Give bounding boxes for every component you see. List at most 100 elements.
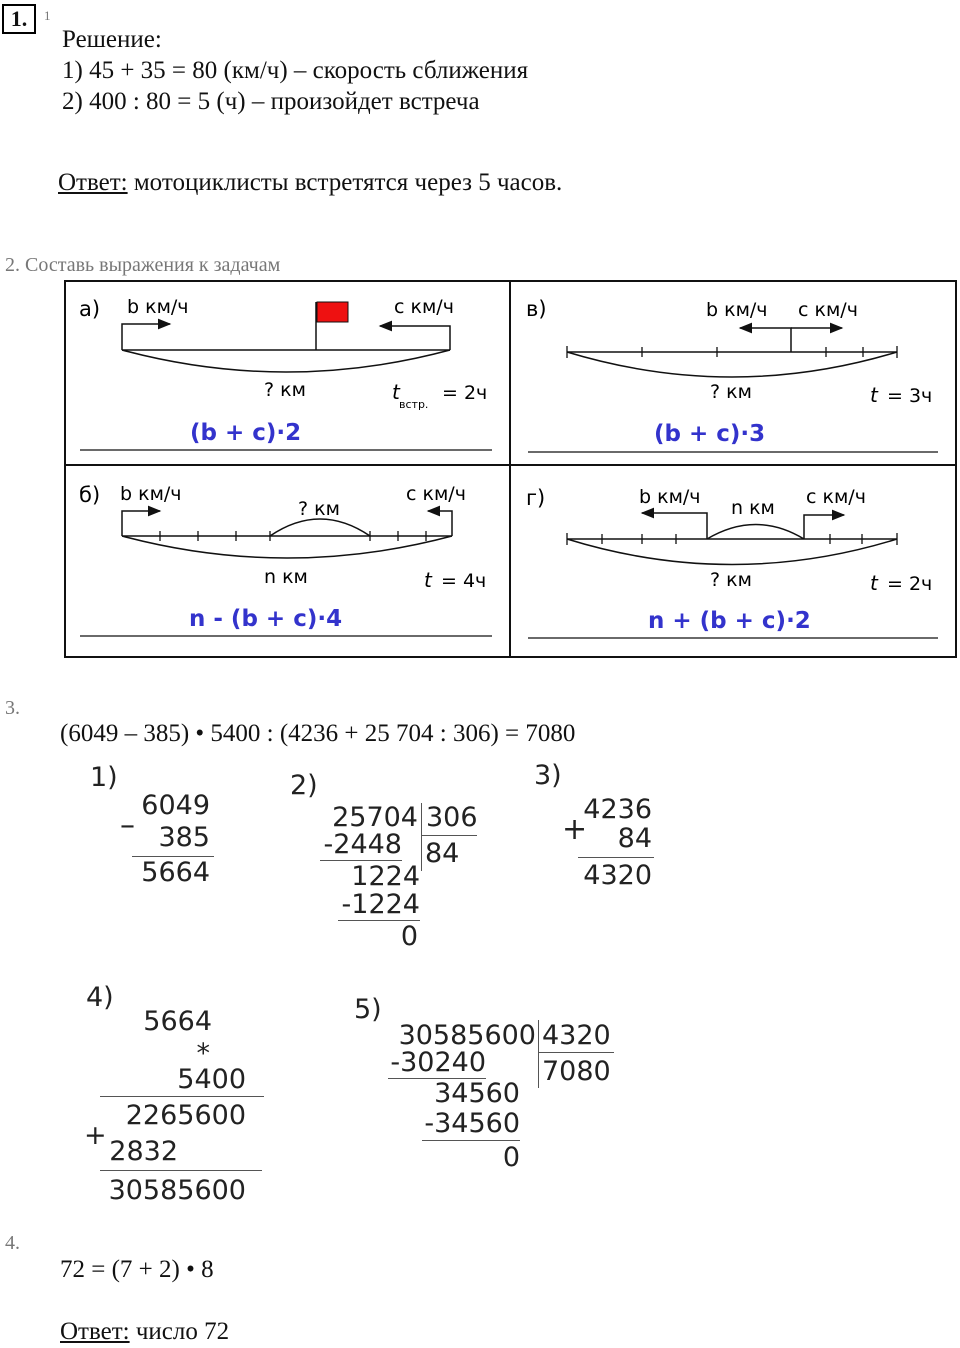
panel-b-distance: n км: [264, 566, 308, 588]
calc-5-sub-1: -30240: [390, 1047, 486, 1078]
panel-b-right-speed: с км/ч: [406, 483, 466, 505]
calc-2-rule-2: [338, 920, 420, 921]
calc-4-times: *: [196, 1038, 211, 1069]
calc-1-subtrahend: 385: [158, 822, 210, 853]
calc-2-label: 2): [290, 770, 318, 801]
distance-arc: [566, 538, 898, 566]
panel-v-distance: ? км: [710, 381, 752, 403]
panel-a-time-sub: встр.: [399, 398, 428, 411]
panel-a-formula: (b + c)·2: [190, 420, 301, 446]
panel-v-right-speed: с км/ч: [798, 299, 858, 321]
motion-diagrams: а) b км/ч с км/ч ? км t встр. = 2ч (b + …: [64, 280, 957, 658]
panel-a: а) b км/ч с км/ч ? км t встр. = 2ч (b + …: [79, 296, 492, 451]
calc-2-divisor: 306: [426, 802, 478, 833]
calc-3-addend-1: 4236: [583, 794, 652, 825]
panel-v-left-speed: b км/ч: [706, 299, 768, 321]
task-3-expression: (6049 – 385) • 5400 : (4236 + 25 704 : 3…: [60, 720, 576, 747]
calc-5-quotient: 7080: [542, 1056, 611, 1087]
calc-4-result: 30585600: [108, 1175, 246, 1206]
task-4-expression: 72 = (7 + 2) • 8: [60, 1256, 214, 1283]
answer-1: Ответ: мотоциклисты встретятся через 5 ч…: [58, 169, 562, 197]
panel-v-formula: (b + c)·3: [654, 421, 765, 447]
panel-b-time-t: t: [424, 568, 433, 592]
calc-2-sub-2: -1224: [341, 889, 420, 920]
distance-arc: [566, 351, 898, 378]
solution-heading: Решение:: [62, 26, 162, 53]
answer-text: число 72: [129, 1318, 230, 1345]
calc-1-rule: [132, 856, 214, 857]
road-ticks: [159, 531, 427, 541]
left-arrow: [121, 505, 162, 536]
panel-g-time-t: t: [870, 571, 879, 595]
calc-2-sub-1: -2448: [323, 829, 402, 860]
minus-sign: –: [120, 808, 135, 843]
calc-5-dividend: 30585600: [398, 1020, 536, 1051]
solution-step-2: 2) 400 : 80 = 5 (ч) – произойдет встреча: [62, 88, 480, 115]
calc-5-rule-2: [422, 1140, 520, 1141]
calc-4-factor-2: 5400: [177, 1064, 246, 1095]
panel-g-gap: n км: [731, 497, 775, 519]
panel-b-gap: ? км: [298, 498, 340, 520]
left-arrow: [738, 322, 792, 352]
panel-g-right-speed: с км/ч: [806, 486, 866, 508]
distance-arc: [121, 535, 453, 559]
calc-3-addend-2: 84: [617, 823, 652, 854]
calc-5-rule-1: [388, 1078, 486, 1079]
road-ticks: [566, 533, 898, 545]
distance-arc: [121, 349, 451, 373]
calc-2-quotient-rule: [421, 835, 477, 836]
calc-5-division-bar: [538, 1020, 539, 1088]
panel-a-letter: а): [79, 297, 100, 321]
calc-5-sub-2: -34560: [424, 1108, 520, 1139]
calc-4-partial-1: 2265600: [125, 1100, 246, 1131]
panel-b-letter: б): [79, 483, 100, 507]
answer-label: Ответ:: [60, 1318, 130, 1345]
calc-1-minuend: 6049: [141, 790, 210, 821]
panel-b-left-speed: b км/ч: [120, 483, 182, 505]
calc-2-quotient: 84: [425, 838, 460, 869]
plus-sign: +: [562, 812, 588, 847]
right-arrow: [426, 505, 453, 536]
calc-3-result: 4320: [583, 860, 652, 891]
panel-b: б) b км/ч с км/ч ? км n км t = 4ч n - (b…: [79, 483, 492, 637]
panel-a-time-val: = 2ч: [442, 382, 487, 404]
calc-1-result: 5664: [141, 857, 210, 888]
calc-5-remainder: 0: [502, 1142, 520, 1173]
task-2-title: 2. Составь выражения к задачам: [5, 254, 281, 276]
calc-4-label: 4): [86, 982, 114, 1013]
answer-4: Ответ: число 72: [60, 1318, 229, 1346]
calc-5-remainder-1: 34560: [434, 1078, 520, 1109]
panel-b-formula: n - (b + c)·4: [189, 606, 342, 632]
answer-label: Ответ:: [58, 169, 128, 196]
left-arrow: [640, 507, 708, 539]
calc-1-label: 1): [90, 762, 118, 793]
panel-g-left-speed: b км/ч: [639, 486, 701, 508]
panel-g-time-val: = 2ч: [887, 573, 932, 595]
panel-v-time-val: = 3ч: [887, 385, 932, 407]
calc-4-rule-2: [100, 1170, 262, 1171]
calc-4-rule-1: [100, 1096, 264, 1097]
right-arrow: [803, 509, 846, 539]
task-3-number: 3.: [5, 697, 20, 719]
answer-text: мотоциклисты встретятся через 5 часов.: [127, 169, 563, 196]
panel-v-time-t: t: [870, 383, 879, 407]
calc-3-label: 3): [534, 760, 562, 791]
panel-v: в) b км/ч с км/ч ? км t = 3ч (b + c)·3: [526, 297, 938, 453]
panel-b-time-val: = 4ч: [441, 570, 486, 592]
panel-g: г) b км/ч с км/ч n км ? км t = 2ч n + (b…: [526, 486, 938, 639]
calc-2-remainder: 0: [400, 921, 418, 952]
calc-2-rule-1: [320, 860, 402, 861]
calc-5-divisor: 4320: [542, 1020, 611, 1051]
road-ticks: [566, 346, 898, 358]
plus-sign: +: [84, 1120, 107, 1151]
left-arrow: [121, 318, 172, 350]
panel-g-formula: n + (b + c)·2: [648, 608, 811, 634]
panel-a-time-t: t: [392, 380, 401, 404]
panel-a-right-speed: с км/ч: [394, 296, 454, 318]
task-number-box: 1.: [2, 4, 36, 34]
calc-3-rule: [578, 857, 654, 858]
panel-a-left-speed: b км/ч: [127, 296, 189, 318]
panel-v-letter: в): [526, 297, 547, 321]
flag-icon: [316, 301, 349, 323]
solution-step-1: 1) 45 + 35 = 80 (км/ч) – скорость сближе…: [62, 57, 529, 84]
